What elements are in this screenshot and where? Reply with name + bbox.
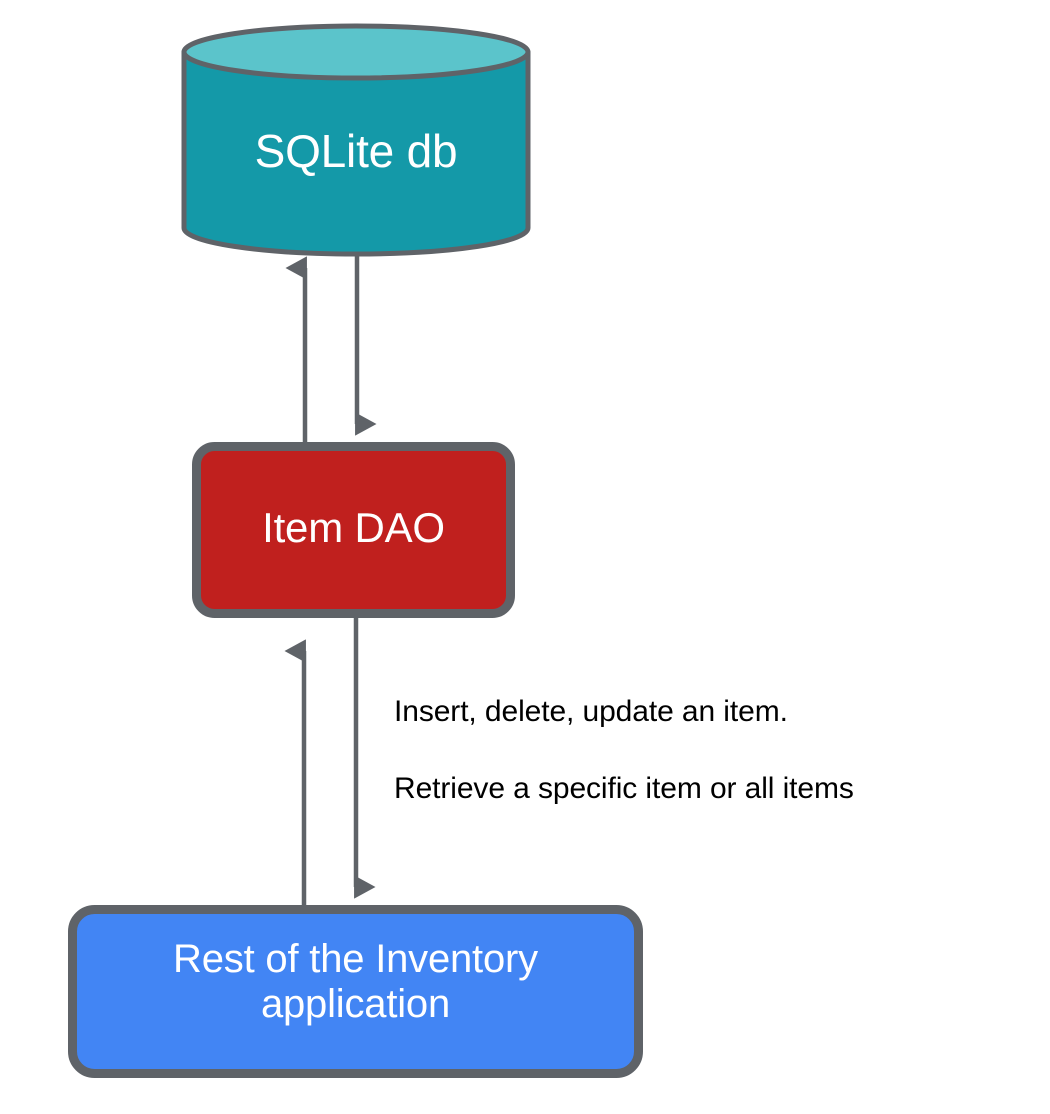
item-dao-box bbox=[192, 442, 515, 618]
cylinder-body bbox=[181, 49, 531, 257]
cylinder-top bbox=[181, 23, 531, 81]
annotation-retrieve-items: Retrieve a specific item or all items bbox=[394, 772, 854, 805]
connector-group-dao-app bbox=[284, 618, 376, 905]
connector-group-db-dao bbox=[285, 248, 377, 442]
inventory-app-box bbox=[68, 905, 643, 1078]
node-sqlite-db[interactable] bbox=[181, 23, 531, 257]
node-inventory-app[interactable] bbox=[68, 905, 643, 1078]
node-item-dao[interactable] bbox=[192, 442, 515, 618]
annotation-insert-delete-update: Insert, delete, update an item. bbox=[394, 695, 788, 728]
